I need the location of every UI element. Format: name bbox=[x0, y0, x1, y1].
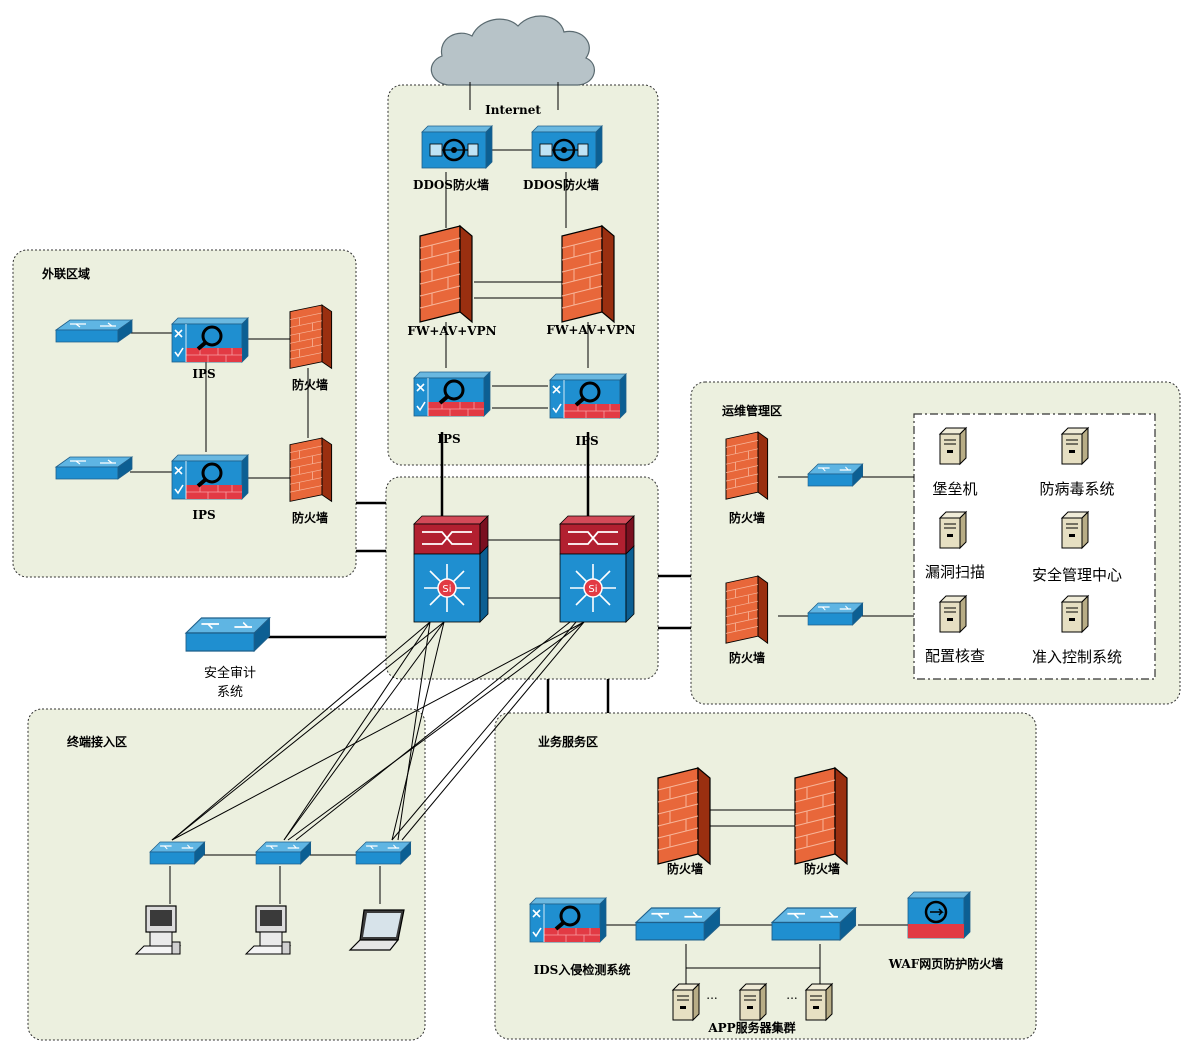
switch-icon bbox=[771, 907, 857, 941]
bastion-label: 堡垒机 bbox=[932, 480, 978, 498]
waf-label: WAF网页防护防火墙 bbox=[888, 957, 1004, 971]
switch-icon bbox=[55, 456, 133, 480]
fw-av-vpn-label: FW+AV+VPN bbox=[407, 324, 497, 338]
ips-icon bbox=[170, 453, 250, 501]
waf-icon bbox=[906, 890, 972, 940]
internet-label: Internet bbox=[485, 103, 541, 117]
server-icon bbox=[939, 511, 967, 549]
zone-business bbox=[494, 712, 1037, 1040]
audit-label-line1: 安全审计 bbox=[203, 666, 257, 681]
server-icon bbox=[1061, 427, 1089, 465]
ddos-firewall-label: DDOS防火墙 bbox=[523, 178, 599, 192]
ellipsis-label: ... bbox=[706, 988, 718, 1002]
zone-external-title: 外联区域 bbox=[42, 267, 91, 281]
connections bbox=[130, 82, 914, 984]
vuln-scan-label: 漏洞扫描 bbox=[924, 563, 986, 581]
app-cluster-label: APP服务器集群 bbox=[708, 1021, 796, 1035]
ips-icon bbox=[412, 370, 492, 418]
firewall-icon bbox=[419, 225, 473, 323]
ellipsis-label: ... bbox=[786, 988, 798, 1002]
server-icon bbox=[805, 983, 833, 1021]
switch-icon bbox=[355, 841, 412, 865]
firewall-icon bbox=[561, 225, 615, 323]
firewall-icon bbox=[289, 304, 333, 369]
zone-business-title: 业务服务区 bbox=[538, 735, 599, 749]
server-icon bbox=[672, 983, 700, 1021]
firewall-label: 防火墙 bbox=[803, 862, 841, 876]
ips-icon bbox=[170, 316, 250, 364]
server-icon bbox=[939, 427, 967, 465]
firewall-icon bbox=[725, 431, 769, 500]
ips-icon bbox=[548, 372, 628, 420]
ips-label: IPS bbox=[437, 432, 461, 446]
server-icon bbox=[939, 595, 967, 633]
security-mgmt-center-label: 安全管理中心 bbox=[1031, 566, 1123, 584]
zone-ops-title: 运维管理区 bbox=[722, 404, 783, 418]
config-check-label: 配置核查 bbox=[924, 647, 986, 665]
firewall-label: 防火墙 bbox=[291, 511, 329, 525]
ddos-firewall-icon bbox=[420, 124, 494, 170]
firewall-icon bbox=[657, 767, 711, 865]
zone-terminal bbox=[27, 708, 426, 1041]
firewall-label: 防火墙 bbox=[728, 511, 766, 525]
ddos-firewall-label: DDOS防火墙 bbox=[413, 178, 489, 192]
zone-terminal-title: 终端接入区 bbox=[67, 735, 128, 749]
switch-icon bbox=[635, 907, 721, 941]
trunk-links bbox=[356, 432, 691, 713]
cloud-icon bbox=[430, 15, 595, 86]
switch-icon bbox=[807, 602, 864, 626]
fw-av-vpn-label: FW+AV+VPN bbox=[546, 323, 636, 337]
ips-label: IPS bbox=[575, 434, 599, 448]
antivirus-system-label: 防病毒系统 bbox=[1039, 480, 1115, 498]
switch-icon bbox=[55, 319, 133, 343]
server-icon bbox=[1061, 595, 1089, 633]
audit-label-line2: 系统 bbox=[216, 685, 244, 700]
core-switch-icon bbox=[559, 515, 635, 623]
firewall-label: 防火墙 bbox=[728, 651, 766, 665]
firewall-label: 防火墙 bbox=[291, 378, 329, 392]
ips-label: IPS bbox=[192, 367, 216, 381]
server-icon bbox=[1061, 511, 1089, 549]
switch-icon bbox=[255, 841, 312, 865]
core-switch-icon bbox=[413, 515, 489, 623]
zone-external bbox=[12, 249, 357, 578]
firewall-icon bbox=[289, 437, 333, 502]
audit-switch-icon bbox=[185, 617, 271, 652]
ids-label: IDS入侵检测系统 bbox=[533, 963, 631, 977]
switch-icon bbox=[149, 841, 206, 865]
ips-icon bbox=[528, 896, 608, 944]
firewall-icon bbox=[794, 767, 848, 865]
server-icon bbox=[739, 983, 767, 1021]
ddos-firewall-icon bbox=[530, 124, 604, 170]
access-control-label: 准入控制系统 bbox=[1031, 648, 1123, 666]
firewall-icon bbox=[725, 575, 769, 644]
ips-label: IPS bbox=[192, 508, 216, 522]
firewall-label: 防火墙 bbox=[666, 862, 704, 876]
switch-icon bbox=[807, 463, 864, 487]
